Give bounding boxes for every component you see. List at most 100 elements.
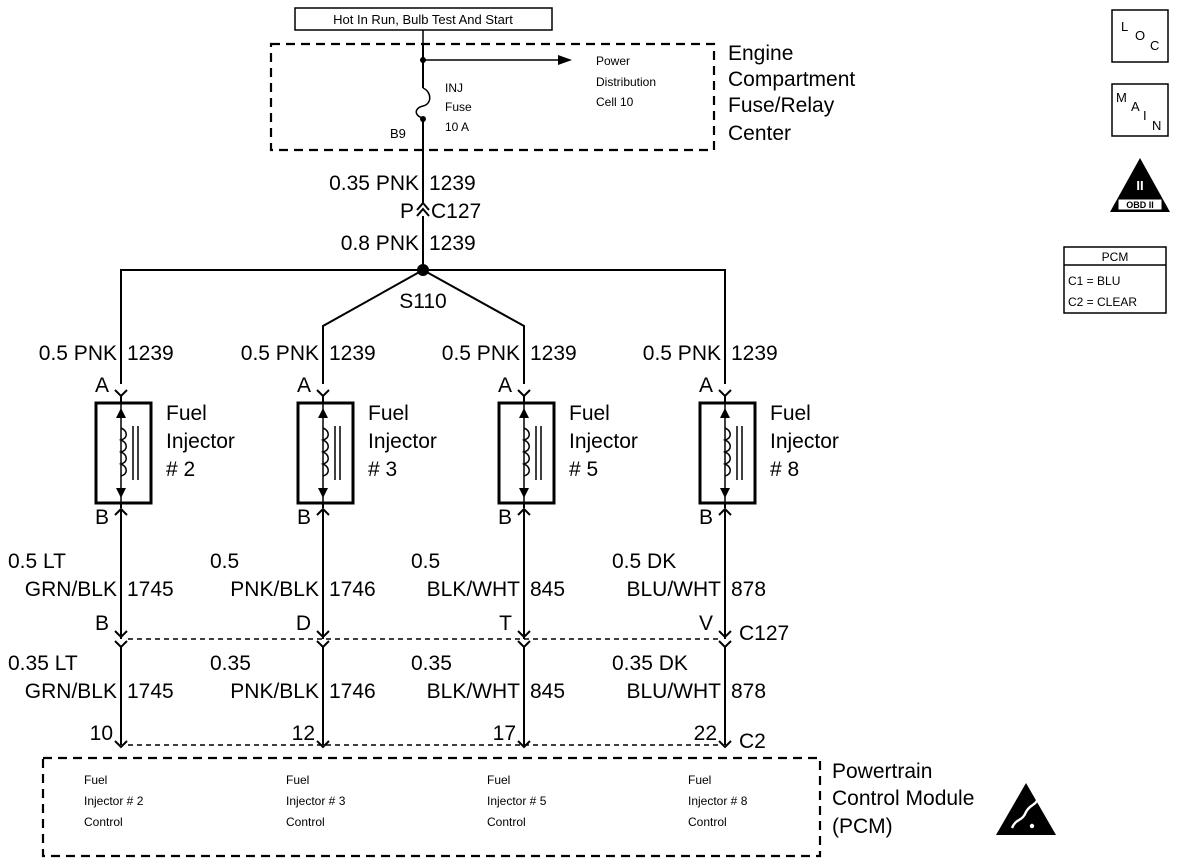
c127-pin-chevron-icon — [316, 630, 330, 639]
fuse-label-1: INJ — [445, 81, 463, 95]
injector-name-3: # 2 — [166, 458, 195, 481]
pcm-injector-label-3: Control — [286, 815, 325, 829]
injector-out-gauge-1: 0.5 DK — [612, 550, 676, 573]
pcm-gauge-2: BLK/WHT — [427, 680, 521, 703]
pcm-outline — [41, 756, 822, 858]
c127-pin-chevron-icon — [718, 630, 732, 639]
injector-pin-a-label: A — [297, 374, 311, 397]
distribution-line-1: Power — [596, 54, 630, 68]
injector-arrow-up-icon — [318, 408, 328, 418]
c127-pin-chevron-icon — [517, 630, 531, 639]
injector-pin-b-label: B — [297, 506, 311, 529]
injector-name-3: # 8 — [770, 458, 799, 481]
injector-arrow-up-icon — [720, 408, 730, 418]
c2-pin-label: 12 — [292, 722, 315, 745]
pcm-legend-c2: C2 = CLEAR — [1068, 295, 1137, 309]
pcm-circuit: 1745 — [127, 680, 174, 703]
obd-label: OBD II — [1126, 200, 1154, 210]
fuse-relay-center: Engine Compartment Fuse/Relay Center Pow… — [269, 42, 855, 152]
injector-name-3: # 3 — [368, 458, 397, 481]
injector-feed-gauge: 0.5 PNK — [643, 342, 721, 365]
c127-pin-chevron-icon-2 — [316, 640, 330, 649]
main-letter-i: I — [1143, 108, 1147, 123]
loc-letter-c: C — [1150, 38, 1159, 53]
pcm-injector-label-1: Fuel — [487, 773, 510, 787]
pcm-name-1: Powertrain — [832, 760, 932, 783]
pcm-circuit: 1746 — [329, 680, 376, 703]
injector-body — [94, 401, 153, 505]
c2-pin-label: 17 — [493, 722, 516, 745]
branch-inj5 — [422, 269, 525, 384]
main-letter-m: M — [1116, 90, 1127, 105]
injector-feed-gauge: 0.5 PNK — [241, 342, 319, 365]
injector-feed-circuit: 1239 — [127, 342, 174, 365]
c2-pin-chevron-icon — [517, 740, 531, 749]
injector-out-circuit: 845 — [530, 578, 565, 601]
pcm-gauge-1: 0.35 DK — [612, 652, 688, 675]
c127-pin-label: B — [95, 612, 109, 635]
c127-pin-label: T — [499, 612, 512, 635]
c127-feed-pin: P — [400, 200, 414, 223]
branch-inj8 — [423, 269, 726, 384]
feed-upper-circuit: 1239 — [429, 172, 476, 195]
pcm-injector-label-2: Injector # 3 — [286, 794, 346, 808]
obd-ii-icon: II OBD II — [1110, 158, 1170, 212]
injector-pin-a-label: A — [699, 374, 713, 397]
pcm-module: Powertrain Control Module (PCM) — [41, 756, 1056, 858]
c127-pin-chevron-icon-2 — [114, 640, 128, 649]
feed-upper-gauge: 0.35 PNK — [329, 172, 419, 195]
injector-coil-icon — [722, 427, 731, 477]
injector-out-circuit: 1745 — [127, 578, 174, 601]
injector-out-circuit: 1746 — [329, 578, 376, 601]
fuse-label-2: Fuse — [445, 100, 472, 114]
injector-out-gauge-2: PNK/BLK — [230, 578, 319, 601]
pcm-legend-box — [1063, 246, 1167, 314]
pcm-gauge-2: PNK/BLK — [230, 680, 319, 703]
injector-name-2: Injector — [770, 430, 839, 453]
injector-name-1: Fuel — [166, 402, 207, 425]
injector-name-3: # 5 — [569, 458, 598, 481]
injector-name-1: Fuel — [368, 402, 409, 425]
feed-lower-gauge: 0.8 PNK — [341, 232, 419, 255]
distribution-line-3: Cell 10 — [596, 95, 634, 109]
injector-pin-a-chevron-icon — [316, 389, 330, 398]
injector-out-gauge-1: 0.5 — [210, 550, 239, 573]
c127-connector-label: C127 — [739, 622, 789, 645]
feed-lower-circuit: 1239 — [429, 232, 476, 255]
c2-pin-chevron-icon — [114, 740, 128, 749]
c127-feed-label: C127 — [431, 200, 481, 223]
pcm-gauge-1: 0.35 — [210, 652, 251, 675]
pcm-gauge-2: BLU/WHT — [627, 680, 722, 703]
distribution-line-2: Distribution — [596, 75, 656, 89]
injector-pin-a-label: A — [95, 374, 109, 397]
pcm-injector-label-1: Fuel — [286, 773, 309, 787]
injector-coil-icon — [118, 427, 127, 477]
c2-pin-chevron-icon — [718, 740, 732, 749]
injector-feed-circuit: 1239 — [329, 342, 376, 365]
fuse-center-name-4: Center — [728, 122, 791, 145]
fuse-center-name-3: Fuse/Relay — [728, 94, 835, 117]
injector-feed-circuit: 1239 — [530, 342, 577, 365]
fuse-center-outline — [269, 42, 716, 152]
c127-pin-label: D — [296, 612, 311, 635]
distribution-arrow-icon — [558, 55, 572, 65]
pcm-name-3: (PCM) — [832, 815, 893, 838]
pcm-circuit: 845 — [530, 680, 565, 703]
injector-name-2: Injector — [569, 430, 638, 453]
fuse-center-name-1: Engine — [728, 42, 793, 65]
main-button[interactable]: M A I N — [1111, 83, 1169, 137]
loc-button[interactable]: L O C — [1111, 9, 1169, 63]
injector-name-2: Injector — [166, 430, 235, 453]
injector-out-gauge-1: 0.5 — [411, 550, 440, 573]
injector-pin-a-chevron-icon — [517, 389, 531, 398]
power-source: Hot In Run, Bulb Test And Start — [294, 7, 553, 44]
injector-body — [698, 401, 757, 505]
injector-arrow-down-icon — [519, 488, 529, 498]
pcm-connector-legend: PCM C1 = BLU C2 = CLEAR — [1063, 246, 1167, 314]
injector-arrow-down-icon — [116, 488, 126, 498]
feed-circuit: 0.35 PNK 1239 P C127 0.8 PNK 1239 S110 — [120, 119, 726, 384]
